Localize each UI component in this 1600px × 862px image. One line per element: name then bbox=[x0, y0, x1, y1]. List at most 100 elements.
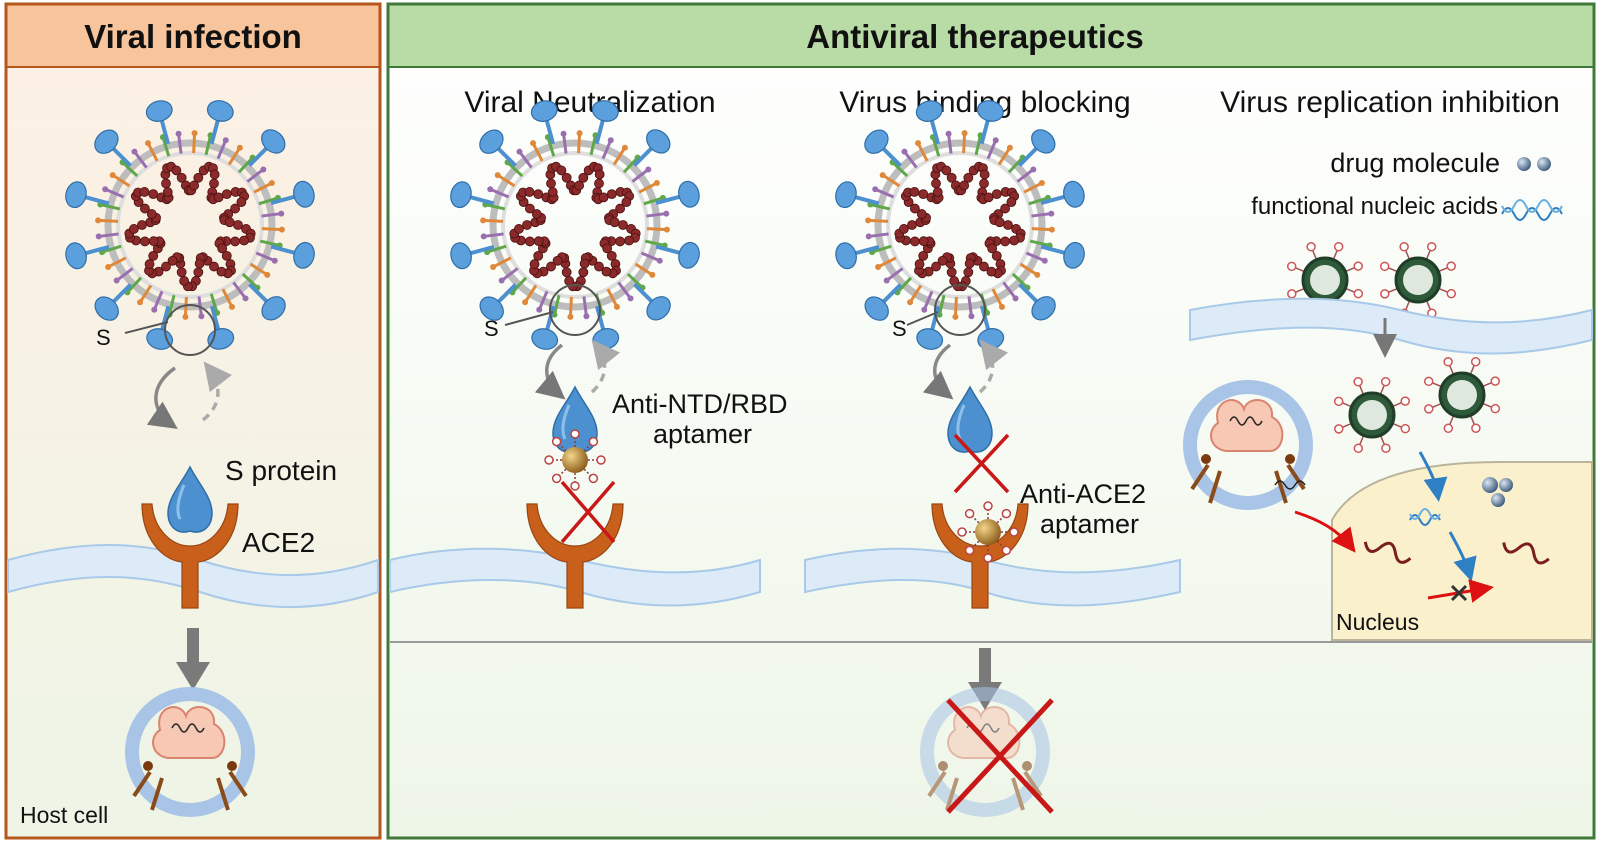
viral-rna-bead bbox=[217, 243, 228, 254]
viral-rna-bead bbox=[547, 187, 558, 197]
spike-stalk bbox=[81, 194, 110, 206]
viral-rna-bead bbox=[1000, 236, 1011, 247]
membrane-protein-head bbox=[1034, 271, 1041, 278]
viral-rna-bead bbox=[979, 261, 989, 272]
left-panel-title: Viral infection bbox=[84, 18, 302, 55]
carrier-ligand-head bbox=[1334, 424, 1344, 434]
membrane-protein bbox=[111, 173, 131, 188]
membrane-protein bbox=[1023, 181, 1043, 194]
s-protein-label: S protein bbox=[225, 455, 337, 486]
membrane-protein bbox=[582, 296, 588, 317]
carrier-ligands bbox=[1379, 241, 1457, 319]
membrane-protein bbox=[891, 161, 909, 178]
viral-rna-bead bbox=[546, 178, 556, 189]
membrane-protein-head bbox=[649, 271, 656, 278]
membrane-protein bbox=[986, 139, 998, 160]
viral-rna-bead bbox=[552, 255, 563, 266]
rna-transport-arrow bbox=[1294, 510, 1356, 553]
membrane-protein bbox=[104, 187, 125, 199]
membrane-protein-head bbox=[494, 172, 501, 179]
membrane-protein bbox=[1031, 212, 1052, 218]
viral-rna-bead bbox=[963, 172, 974, 183]
viral-rna-bead bbox=[1000, 203, 1011, 214]
membrane-protein bbox=[868, 218, 889, 223]
carrier-ligand-head bbox=[1287, 289, 1297, 299]
viral-rna-bead bbox=[524, 203, 535, 214]
viral-rna-bead bbox=[983, 192, 994, 203]
membrane-protein bbox=[261, 227, 282, 232]
binding-arrow bbox=[146, 366, 178, 429]
viral-rna-bead bbox=[148, 250, 159, 261]
membrane-protein-head bbox=[1006, 144, 1013, 151]
membrane-protein bbox=[869, 203, 891, 211]
membrane-protein-head bbox=[663, 226, 670, 233]
viral-rna-bead bbox=[909, 187, 920, 197]
membrane-protein bbox=[1016, 168, 1035, 183]
spike-stalk bbox=[929, 305, 941, 334]
viral-rna-bead bbox=[139, 236, 150, 247]
membrane-protein-head bbox=[992, 137, 999, 144]
membrane-protein bbox=[997, 146, 1012, 166]
membrane-protein-head bbox=[278, 226, 285, 233]
membrane-protein-head bbox=[952, 313, 959, 320]
viral-rna-bead bbox=[533, 250, 544, 261]
viral-rna-bead bbox=[918, 236, 929, 247]
carrier-ligand-head bbox=[1399, 242, 1409, 252]
released-drug-3 bbox=[1491, 493, 1505, 507]
membrane-protein-head bbox=[242, 295, 249, 302]
aptamer-loop bbox=[596, 455, 606, 465]
viral-rna-released bbox=[1274, 480, 1306, 490]
membrane-protein-head bbox=[968, 313, 975, 320]
spike-head bbox=[646, 129, 671, 154]
membrane-protein-head bbox=[1038, 180, 1045, 187]
virus-spikes-blocking bbox=[835, 100, 1085, 350]
spike-head bbox=[531, 328, 559, 350]
membrane-protein-head bbox=[182, 313, 189, 320]
anti-ace2-aptamer-particle bbox=[975, 519, 1001, 545]
aptamer-loop bbox=[957, 527, 967, 537]
aptamer-loop bbox=[1009, 527, 1019, 537]
membrane-protein-head bbox=[516, 148, 523, 155]
spike-stalk bbox=[928, 116, 941, 145]
viral-rna-bead bbox=[602, 243, 613, 254]
spike-stalk bbox=[466, 194, 495, 206]
carrier-ligand-head bbox=[1471, 423, 1481, 433]
membrane-protein bbox=[204, 134, 212, 156]
aptamer-loop bbox=[570, 481, 580, 491]
spike-head bbox=[678, 180, 700, 208]
membrane-protein bbox=[922, 290, 934, 311]
spike-stalk bbox=[81, 244, 110, 257]
viral-rna-bead bbox=[987, 243, 998, 254]
viral-rna-bead bbox=[994, 217, 1005, 228]
carrier-ligand-head bbox=[1379, 261, 1390, 272]
membrane-protein bbox=[1028, 196, 1049, 206]
membrane-protein bbox=[874, 187, 895, 199]
spike-stalk bbox=[594, 305, 607, 334]
viral-rna-bead bbox=[148, 189, 159, 200]
membrane-protein bbox=[938, 294, 946, 316]
spike-head bbox=[293, 241, 315, 269]
membrane-protein bbox=[518, 150, 533, 169]
membrane-protein bbox=[232, 281, 247, 300]
membrane-protein-head bbox=[480, 217, 487, 224]
released-drug-1 bbox=[1482, 477, 1498, 493]
viral-rna-bead bbox=[594, 261, 604, 272]
aptamer-loop bbox=[551, 473, 562, 484]
viral-rna-bead bbox=[918, 250, 929, 261]
membrane-protein-head bbox=[222, 137, 229, 144]
membrane-protein bbox=[903, 150, 918, 169]
membrane-protein-head bbox=[1048, 210, 1055, 217]
membrane-protein bbox=[1019, 262, 1039, 277]
viral-rna-bead bbox=[615, 236, 626, 247]
viral-rna-bead bbox=[909, 236, 920, 247]
nucleic-acid-icon bbox=[1501, 199, 1563, 221]
membrane-protein bbox=[486, 244, 507, 254]
viral-rna-bead bbox=[529, 259, 540, 269]
membrane-protein bbox=[896, 276, 913, 294]
spike-stalk bbox=[1040, 193, 1069, 206]
spike-stalk bbox=[270, 244, 299, 256]
carrier-release-arrow bbox=[1418, 451, 1448, 502]
aptamer-loop bbox=[588, 436, 599, 447]
viral-rna-bead bbox=[1003, 220, 1013, 230]
spike-head bbox=[450, 181, 472, 209]
